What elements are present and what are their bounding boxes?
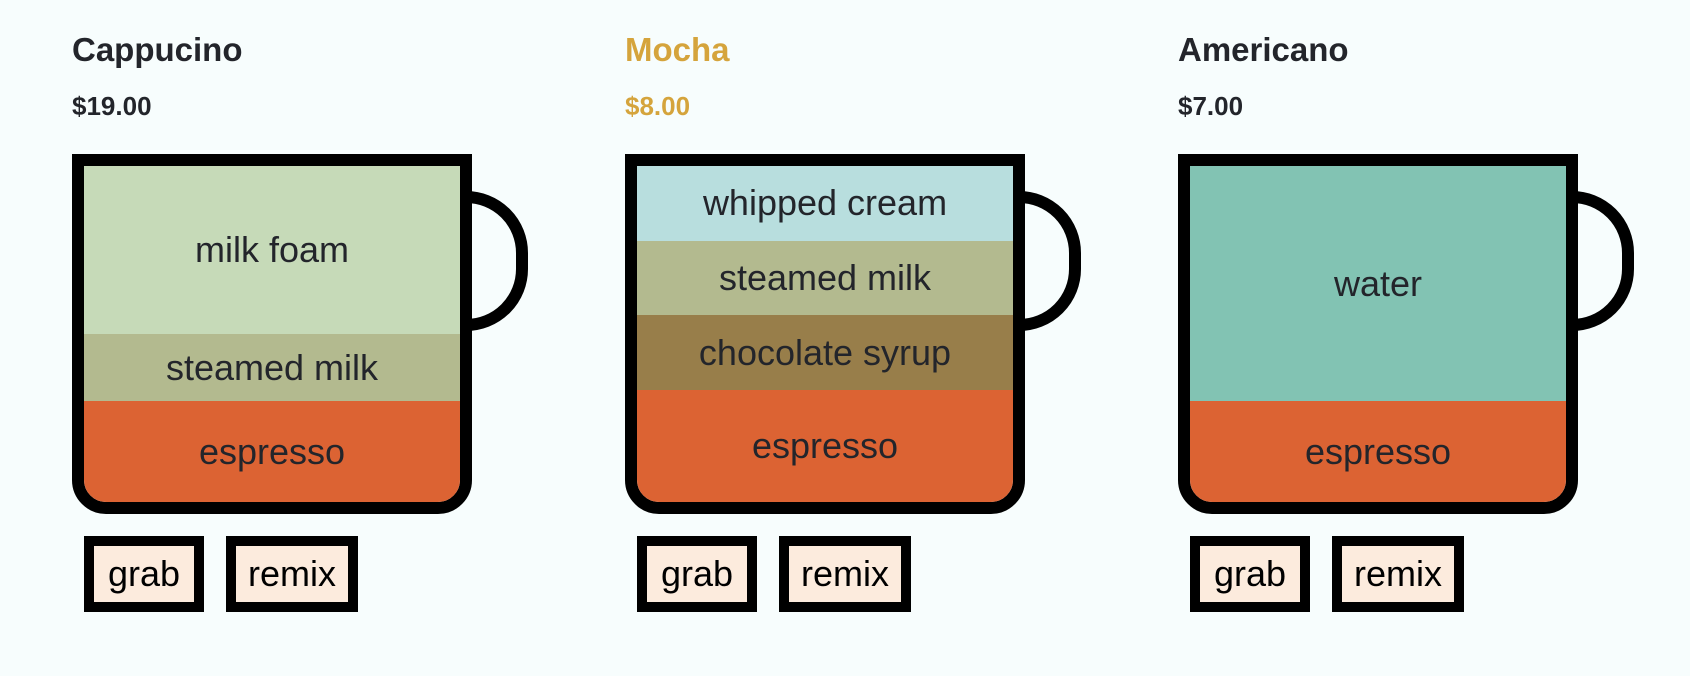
layer-espresso: espresso [84,401,460,502]
grab-button[interactable]: grab [84,536,204,612]
grab-button[interactable]: grab [637,536,757,612]
coffee-cup: water espresso [1178,154,1578,514]
coffee-cup: milk foam steamed milk espresso [72,154,472,514]
layer-chocolate-syrup: chocolate syrup [637,315,1013,391]
coffee-name: Cappucino [72,31,243,68]
coffee-price: $8.00 [625,91,691,121]
remix-button[interactable]: remix [779,536,911,612]
coffee-name: Mocha [625,31,730,68]
grab-button[interactable]: grab [1190,536,1310,612]
coffee-name: Americano [1178,31,1349,68]
layer-espresso: espresso [637,390,1013,502]
remix-button[interactable]: remix [226,536,358,612]
layer-steamed-milk: steamed milk [637,240,1013,316]
layer-whipped-cream: whipped cream [637,166,1013,241]
coffee-price: $19.00 [72,91,152,121]
layer-water: water [1190,166,1566,402]
coffee-cup: whipped cream steamed milk chocolate syr… [625,154,1025,514]
remix-button[interactable]: remix [1332,536,1464,612]
coffee-price: $7.00 [1178,91,1244,121]
layer-steamed-milk: steamed milk [84,334,460,402]
layer-milk-foam: milk foam [84,166,460,334]
layer-espresso: espresso [1190,401,1566,502]
